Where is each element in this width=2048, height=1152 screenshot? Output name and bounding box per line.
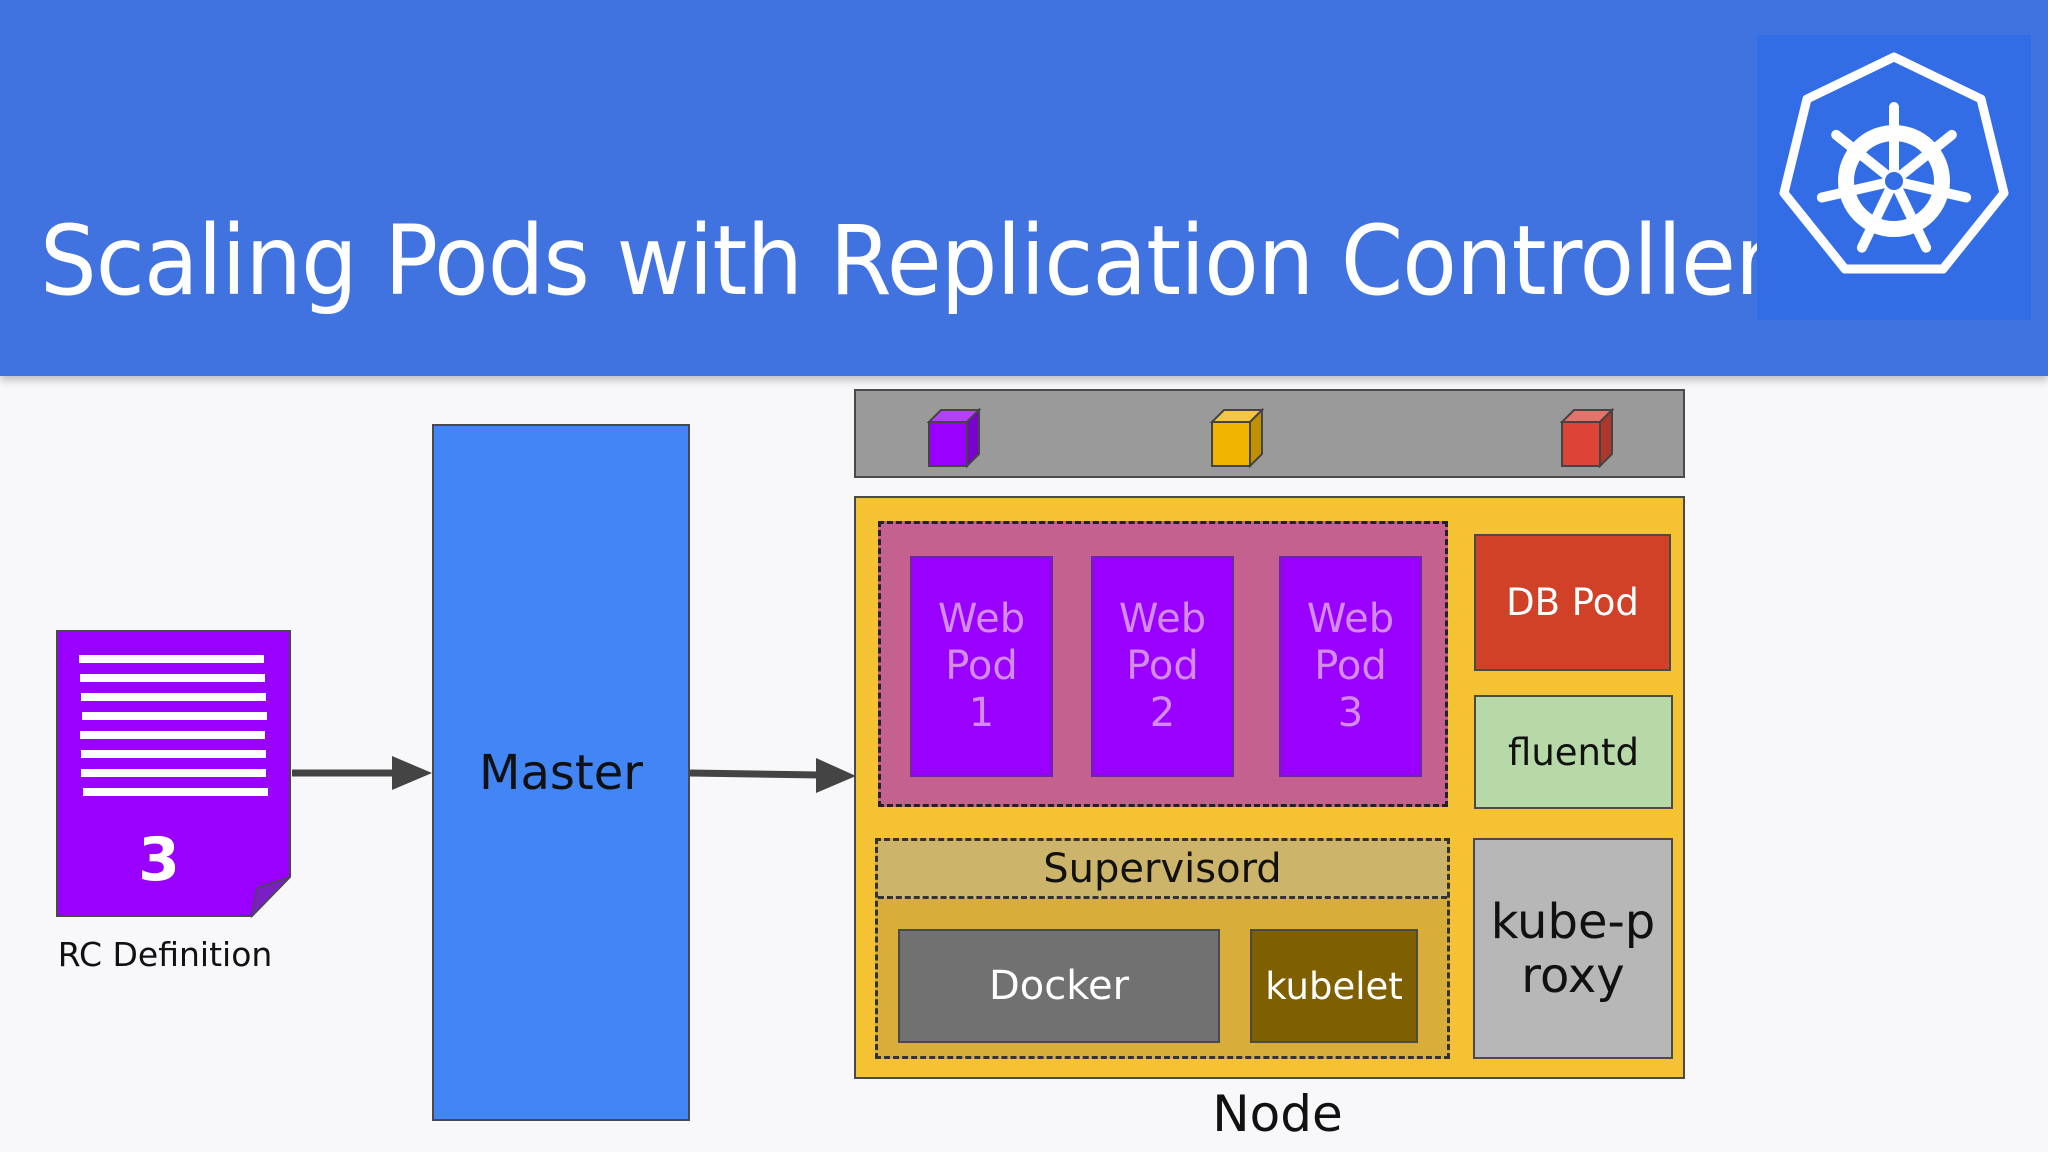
red-container-icon xyxy=(1559,407,1615,469)
web-pod-1[interactable]: Web Pod 1 xyxy=(910,556,1053,777)
master-node[interactable]: Master xyxy=(432,424,690,1121)
kube-proxy-label: roxy xyxy=(1521,947,1625,1004)
web-pod-label: Pod xyxy=(945,643,1018,689)
master-label: Master xyxy=(479,744,643,801)
kubelet-label: kubelet xyxy=(1265,964,1403,1008)
image-registry-bar xyxy=(854,389,1685,478)
fluentd-label: fluentd xyxy=(1508,730,1639,774)
arrow-rc-to-master xyxy=(292,756,432,790)
helm-spoke xyxy=(1898,178,1972,203)
document-lines-icon xyxy=(79,655,268,796)
docker-label: Docker xyxy=(988,963,1130,1009)
kubernetes-helm-wheel-icon xyxy=(1779,52,2009,274)
web-pod-label: Web xyxy=(1118,596,1207,642)
replica-count: 3 xyxy=(138,825,180,895)
web-pod-label: Pod xyxy=(1126,643,1199,689)
web-pod-label: Pod xyxy=(1314,643,1387,689)
helm-spoke xyxy=(1856,185,1895,253)
rc-definition-document[interactable]: 3 xyxy=(56,630,292,919)
helm-spoke xyxy=(1896,129,1957,180)
slide-title: Scaling Pods with Replication Controller xyxy=(40,205,1772,317)
db-pod-label: DB Pod xyxy=(1506,581,1639,624)
purple-container-icon xyxy=(926,407,982,469)
yellow-container-icon xyxy=(1209,407,1265,469)
web-pod-label: Web xyxy=(937,596,1026,642)
docker-box[interactable]: Docker xyxy=(898,929,1220,1043)
supervisord-header[interactable]: Supervisord xyxy=(878,841,1447,899)
node-label: Node xyxy=(1212,1085,1343,1143)
container-images xyxy=(926,407,1615,469)
slide-header xyxy=(0,0,2048,376)
kube-proxy-label: kube-p xyxy=(1490,893,1656,950)
helm-spoke xyxy=(1893,185,1932,253)
web-pod-3[interactable]: Web Pod 3 xyxy=(1279,556,1422,777)
folded-corner xyxy=(250,876,291,919)
supervisord-label: Supervisord xyxy=(1043,845,1282,892)
web-pod-label: Web xyxy=(1306,596,1395,642)
web-pod-2[interactable]: Web Pod 2 xyxy=(1091,556,1234,777)
web-pod-number: 2 xyxy=(1149,690,1176,736)
db-pod[interactable]: DB Pod xyxy=(1474,534,1671,671)
web-pod-number: 3 xyxy=(1337,690,1364,736)
kubelet-box[interactable]: kubelet xyxy=(1250,929,1418,1043)
fluentd-box[interactable]: fluentd xyxy=(1474,695,1673,809)
helm-spoke xyxy=(1816,178,1890,203)
rc-definition-label: RC Definition xyxy=(57,935,273,974)
kubernetes-logo xyxy=(1757,35,2031,320)
kube-proxy-box[interactable]: kube-p roxy xyxy=(1473,838,1673,1059)
helm-spoke xyxy=(1831,129,1892,180)
web-pod-number: 1 xyxy=(968,690,995,736)
arrow-master-to-node xyxy=(689,758,856,793)
